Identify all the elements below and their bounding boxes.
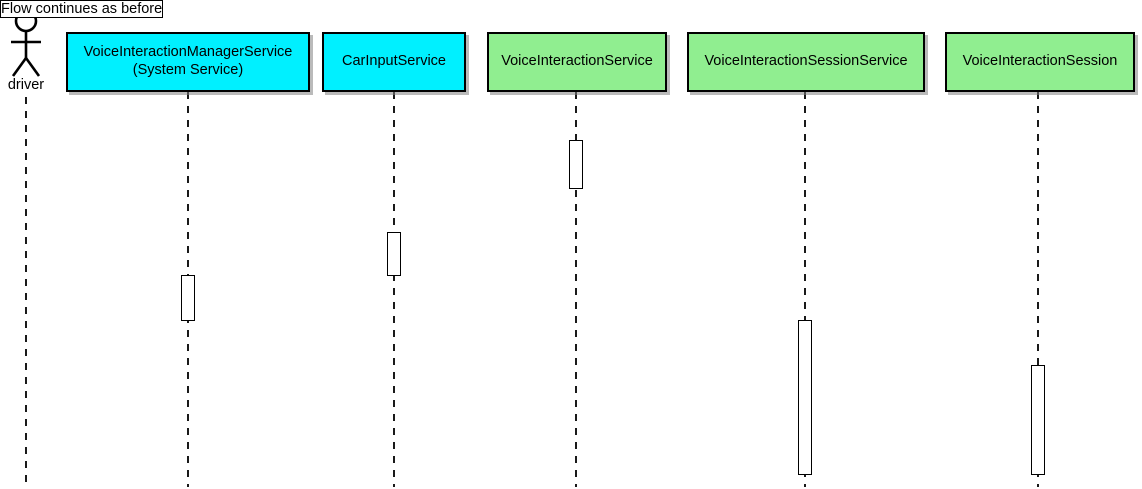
participant-session[interactable]: VoiceInteractionSession: [945, 32, 1135, 92]
participant-label: VoiceInteractionSession: [962, 53, 1118, 70]
participant-vims[interactable]: VoiceInteractionManagerService (System S…: [66, 32, 310, 92]
activation-a-session: [1031, 365, 1045, 475]
activation-a-viss: [798, 320, 812, 475]
participant-label: VoiceInteractionManagerService (System S…: [83, 44, 293, 78]
actor-icon: [11, 9, 41, 77]
activation-a-carinput: [387, 232, 401, 276]
activation-a-vis: [569, 140, 583, 189]
divider-note: Flow continues as before: [0, 0, 164, 18]
actor-driver: driver: [0, 76, 76, 93]
participant-viss[interactable]: VoiceInteractionSessionService: [687, 32, 925, 92]
activation-a-vims: [181, 275, 195, 321]
actor-leg-right-icon: [24, 57, 41, 77]
participant-carinput[interactable]: CarInputService: [322, 32, 466, 92]
actor-label: driver: [7, 77, 45, 93]
participant-label: VoiceInteractionSessionService: [704, 53, 908, 70]
participant-label: VoiceInteractionService: [501, 53, 653, 70]
participant-vis[interactable]: VoiceInteractionService: [487, 32, 667, 92]
participant-label: CarInputService: [342, 53, 446, 70]
actor-leg-left-icon: [11, 57, 28, 77]
